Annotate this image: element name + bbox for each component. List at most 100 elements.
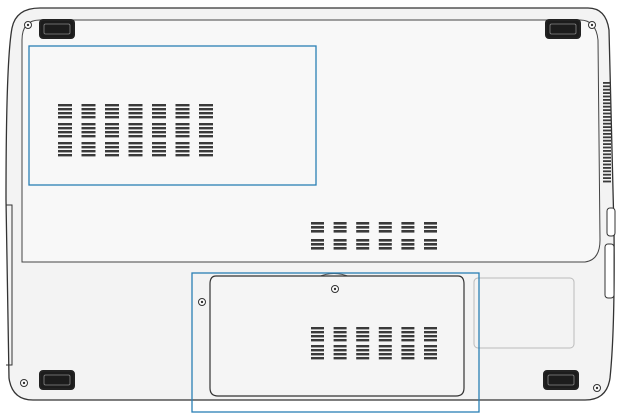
vent-slat bbox=[175, 108, 190, 111]
vent-slat bbox=[199, 154, 213, 157]
vent-slat bbox=[356, 247, 370, 250]
vent-slat bbox=[311, 349, 324, 352]
vent-slat bbox=[603, 167, 611, 169]
vent-slat bbox=[81, 154, 96, 157]
vent-slat bbox=[58, 146, 72, 149]
vent-slat bbox=[603, 160, 611, 162]
vent-slat bbox=[603, 122, 611, 125]
vent-slat bbox=[81, 146, 96, 149]
vent-slat bbox=[58, 154, 72, 157]
vent-slat bbox=[356, 349, 370, 352]
vent-slat bbox=[378, 339, 392, 342]
vent-slat bbox=[128, 127, 143, 130]
vent-slat bbox=[199, 112, 213, 115]
vent-slat bbox=[311, 353, 324, 356]
vent-slat bbox=[105, 146, 119, 149]
vent-slat bbox=[424, 349, 437, 352]
rubber-foot-top-right bbox=[545, 19, 581, 39]
vent-slat bbox=[401, 247, 415, 250]
vent-slat bbox=[356, 230, 370, 233]
vent-slat bbox=[424, 357, 437, 360]
vent-slat bbox=[333, 335, 347, 338]
vent-slat bbox=[603, 102, 611, 105]
rubber-foot-bottom-left bbox=[39, 370, 75, 390]
vent-slat bbox=[603, 177, 611, 179]
vent-slat bbox=[378, 335, 392, 338]
vent-slat bbox=[356, 339, 370, 342]
vent-slat bbox=[199, 135, 213, 138]
vent-slat bbox=[152, 127, 166, 130]
vent-group-upper-left bbox=[58, 104, 213, 157]
vent-slat bbox=[128, 142, 143, 145]
vent-slat bbox=[81, 104, 96, 107]
vent-slat bbox=[401, 243, 415, 246]
vent-slat bbox=[175, 142, 190, 145]
vent-side-edge bbox=[603, 82, 611, 183]
left-edge-port bbox=[6, 204, 13, 366]
vent-slat bbox=[603, 133, 611, 135]
vent-slat bbox=[105, 131, 119, 134]
vent-slat bbox=[356, 335, 370, 338]
vent-slat bbox=[58, 135, 72, 138]
vent-slat bbox=[81, 112, 96, 115]
vent-slat bbox=[401, 327, 415, 330]
vent-slat bbox=[58, 116, 72, 119]
vent-slat bbox=[356, 345, 370, 348]
vent-slat bbox=[175, 112, 190, 115]
vent-slat bbox=[378, 353, 392, 356]
vent-slat bbox=[58, 131, 72, 134]
vent-slat bbox=[128, 146, 143, 149]
vent-slat bbox=[199, 142, 213, 145]
vent-slat bbox=[424, 353, 437, 356]
vent-slat bbox=[199, 108, 213, 111]
vent-slat bbox=[81, 116, 96, 119]
vent-slat bbox=[401, 230, 415, 233]
vent-slat bbox=[378, 222, 392, 225]
upper-left-compartment bbox=[28, 45, 317, 186]
vent-slat bbox=[199, 127, 213, 130]
vent-slat bbox=[105, 127, 119, 130]
vent-slat bbox=[424, 239, 437, 242]
rubber-foot-inner bbox=[547, 374, 575, 386]
vent-slat bbox=[356, 327, 370, 330]
vent-slat bbox=[175, 116, 190, 119]
vent-slat bbox=[603, 105, 611, 108]
vent-slat bbox=[311, 247, 324, 250]
vent-slat bbox=[401, 226, 415, 229]
vent-slat bbox=[311, 327, 324, 330]
vent-slat bbox=[378, 230, 392, 233]
vent-slat bbox=[401, 345, 415, 348]
vent-slat bbox=[175, 127, 190, 130]
vent-slat bbox=[356, 239, 370, 242]
vent-slat bbox=[356, 243, 370, 246]
vent-slat bbox=[128, 123, 143, 126]
vent-slat bbox=[58, 104, 72, 107]
vent-slat bbox=[58, 123, 72, 126]
vent-slat bbox=[401, 222, 415, 225]
vent-slat bbox=[199, 146, 213, 149]
vent-slat bbox=[424, 226, 437, 229]
vent-slat bbox=[152, 104, 166, 107]
vent-slat bbox=[424, 247, 437, 250]
screw-bottom-right bbox=[593, 384, 601, 392]
vent-slat bbox=[424, 339, 437, 342]
vent-slat bbox=[333, 339, 347, 342]
screw-top-right bbox=[588, 21, 596, 29]
screw-cover-top bbox=[331, 285, 339, 293]
vent-slat bbox=[105, 116, 119, 119]
vent-slat bbox=[175, 154, 190, 157]
vent-slat bbox=[603, 116, 611, 118]
vent-slat bbox=[333, 357, 347, 360]
vent-slat bbox=[603, 143, 611, 145]
vent-slat bbox=[356, 226, 370, 229]
vent-slat bbox=[603, 156, 611, 159]
vent-slat bbox=[603, 85, 611, 88]
rubber-foot-bottom-right bbox=[543, 370, 579, 390]
vent-slat bbox=[333, 226, 347, 229]
vent-slat bbox=[603, 170, 611, 173]
vent-slat bbox=[152, 142, 166, 145]
right-edge-slot bbox=[604, 243, 615, 299]
vent-slat bbox=[378, 243, 392, 246]
vent-slat bbox=[152, 135, 166, 138]
vent-slat bbox=[603, 88, 611, 91]
